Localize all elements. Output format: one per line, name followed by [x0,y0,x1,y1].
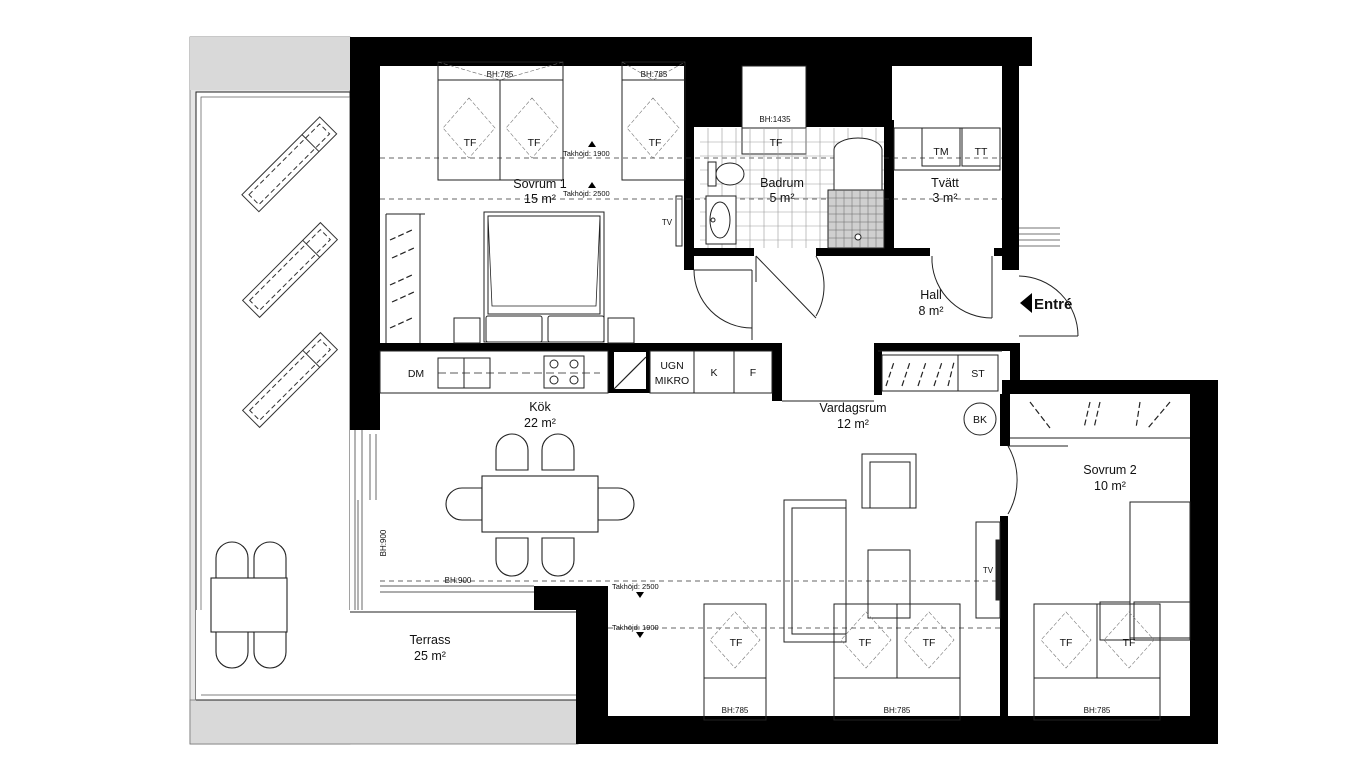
sill-height-6: BH:785 [1084,706,1111,715]
room-name-terrass: Terrass [410,633,451,647]
window-tf-8: TF [1060,637,1073,649]
ceiling-height-1: Takhöjd: 1900 [563,149,610,158]
ceiling-lines [380,157,1002,629]
labels: Sovrum 1 15 m² Badrum 5 m² Tvätt 3 m² Ha… [379,70,1137,715]
entrance-arrow-icon [1020,293,1032,313]
sun-lounger-icon [241,116,339,429]
hall-wardrobe [881,354,959,392]
window-tf-4: TF [770,137,783,149]
lower-furniture [703,603,1161,721]
window-tf-6: TF [859,637,872,649]
room-name-tvatt: Tvätt [931,176,959,190]
sill-height-7: BH:900 [445,576,472,585]
ceiling-height-2: Takhöjd: 2500 [563,189,610,198]
room-area-kok: 22 m² [524,416,556,430]
windows [354,227,1060,610]
tv-label-2: TV [983,566,994,575]
appliance-tt: TT [975,146,988,158]
bedroom2-furniture [1010,401,1191,641]
appliance-dm: DM [408,368,424,380]
room-area-sovrum2: 10 m² [1094,479,1126,493]
room-area-terrass: 25 m² [414,649,446,663]
room-area-hall: 8 m² [919,304,944,318]
room-area-badrum: 5 m² [770,191,795,205]
window-tf-7: TF [923,637,936,649]
window-tf-1: TF [464,137,477,149]
room-area-tvatt: 3 m² [933,191,958,205]
sill-height-1: BH:785 [487,70,514,79]
sill-height-2: BH:785 [641,70,668,79]
room-name-sovrum1: Sovrum 1 [513,177,567,191]
appliance-ugn: UGN [660,360,683,372]
shower-icon [827,137,885,249]
entrance-label: Entré [1034,296,1072,313]
room-area-sovrum1: 15 m² [524,192,556,206]
doors [693,255,1079,515]
living-room-furniture [782,350,1002,643]
appliance-tm: TM [933,146,948,158]
room-name-badrum: Badrum [760,176,804,190]
walls [350,37,1218,744]
toilet-icon [707,161,745,187]
dining-table-icon [445,433,635,577]
bathroom [700,65,885,249]
appliance-bk: BK [973,414,987,426]
appliance-st: ST [971,368,985,380]
kitchen-counter [379,350,773,394]
sill-height-5: BH:785 [884,706,911,715]
sill-height-3: BH:1435 [759,115,791,124]
window-tf-5: TF [730,637,743,649]
laundry-furniture [893,127,1001,171]
room-area-vardagsrum: 12 m² [837,417,869,431]
ceiling-markers [588,141,644,638]
sill-height-8: BH:900 [379,529,388,556]
window-tf-2: TF [528,137,541,149]
appliance-k: K [710,367,717,379]
bk-circle [963,402,997,436]
ceiling-height-3: Takhöjd: 2500 [612,582,659,591]
appliance-f: F [750,367,756,379]
tv-label-1: TV [662,218,673,227]
window-tf-3: TF [649,137,662,149]
room-name-sovrum2: Sovrum 2 [1083,463,1137,477]
ceiling-height-4: Takhöjd: 1900 [612,623,659,632]
room-name-vardagsrum: Vardagsrum [819,401,886,415]
sink-icon [705,195,737,245]
window-tf-9: TF [1123,637,1136,649]
room-name-hall: Hall [920,288,942,302]
terrace-table-icon [210,541,288,669]
bedroom1-furniture [385,61,686,344]
appliance-mikro: MIKRO [655,375,689,387]
sill-height-4: BH:785 [722,706,749,715]
room-name-kok: Kök [529,400,551,414]
